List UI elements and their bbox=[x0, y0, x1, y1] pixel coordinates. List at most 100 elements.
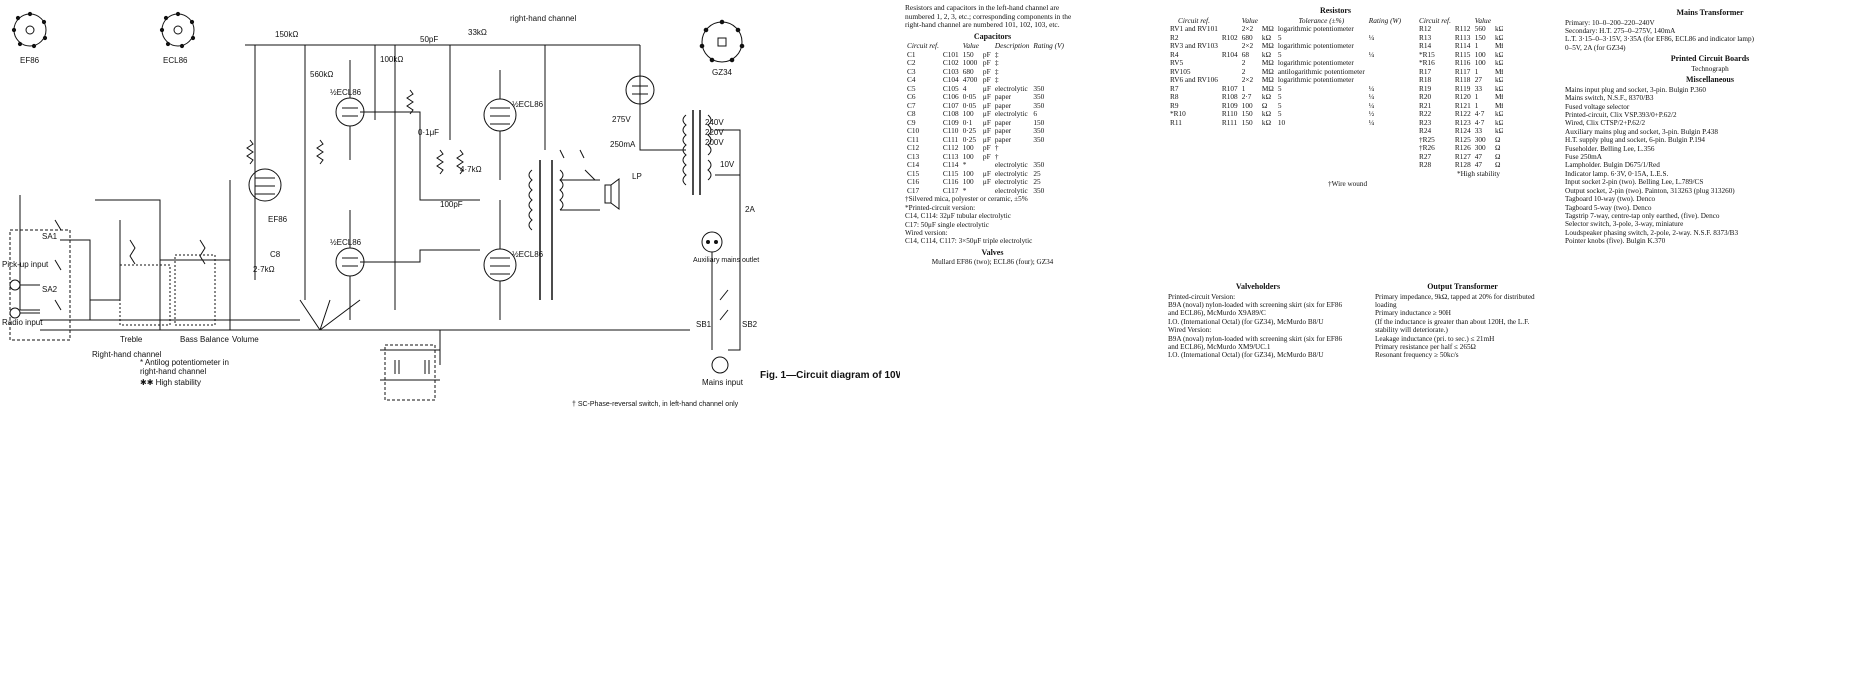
c100p-label: 100pF bbox=[440, 200, 463, 209]
table-row: R21R1211MΩ10¼ bbox=[1417, 100, 1503, 111]
table-cell: R2 bbox=[1170, 32, 1179, 42]
table-row: R13R113150kΩ5¼ bbox=[1417, 32, 1503, 43]
table-cell: R118 bbox=[1454, 75, 1471, 85]
table-cell: ¼ bbox=[1368, 32, 1375, 42]
table-cell: R125 bbox=[1454, 134, 1471, 144]
table-cell: kΩ bbox=[1261, 49, 1271, 59]
table-cell: kΩ bbox=[1261, 117, 1271, 127]
valveholders-title: Valveholders bbox=[1235, 282, 1281, 291]
misc-item: Mains input plug and socket, 3-pin. Bulg… bbox=[1565, 85, 1706, 94]
table-cell: kΩ bbox=[1494, 126, 1503, 136]
table-cell: 350 bbox=[1033, 92, 1045, 102]
table-cell bbox=[1367, 68, 1403, 77]
output-transformer-title: Output Transformer bbox=[1427, 282, 1498, 291]
a2-label: 2A bbox=[745, 205, 755, 214]
table-cell: 100 bbox=[1474, 58, 1486, 68]
table-cell: 0·05 bbox=[962, 92, 977, 102]
table-cell: R13 bbox=[1419, 32, 1432, 42]
column-header: Circuit ref. bbox=[1178, 15, 1210, 25]
table-cell: pF bbox=[982, 58, 991, 68]
table-cell: 10 bbox=[1277, 117, 1286, 127]
table-cell: MΩ bbox=[1261, 41, 1274, 51]
table-cell: C4 bbox=[907, 75, 916, 85]
table-cell: Ω bbox=[1494, 143, 1501, 153]
table-cell: C15 bbox=[907, 168, 920, 178]
table-cell: 100 bbox=[1241, 100, 1253, 110]
pickup-input-label: Pick-up input bbox=[2, 260, 49, 269]
v275-label: 275V bbox=[612, 115, 631, 124]
table-cell bbox=[1031, 68, 1066, 77]
figure-caption: Fig. 1—Circuit diagram of 10W amplifier bbox=[760, 370, 900, 381]
table-cell: C116 bbox=[942, 177, 959, 187]
output-transformer-line: Primary inductance ≥ 90H bbox=[1375, 309, 1451, 318]
table-cell: 5 bbox=[1277, 32, 1282, 42]
table-cell: R18 bbox=[1419, 75, 1432, 85]
table-cell: R119 bbox=[1454, 83, 1471, 93]
misc-item: Output socket, 2-pin (two). Painton, 313… bbox=[1565, 186, 1735, 195]
table-cell bbox=[1031, 59, 1066, 68]
column-header: Circuit ref. bbox=[907, 41, 939, 51]
r47k-label: 4·7kΩ bbox=[460, 165, 482, 174]
table-cell: R14 bbox=[1419, 41, 1432, 51]
table-cell: R19 bbox=[1419, 83, 1432, 93]
v240-label: 240V bbox=[705, 118, 724, 127]
table-cell: R127 bbox=[1454, 151, 1471, 161]
pcb-title: Printed Circuit Boards bbox=[1670, 54, 1750, 64]
table-cell: 25 bbox=[1033, 168, 1041, 178]
v220-label: 220V bbox=[705, 128, 724, 137]
table-cell: μF bbox=[982, 126, 991, 136]
table-cell: R104 bbox=[1221, 49, 1238, 59]
misc-item: Fused voltage selector bbox=[1565, 102, 1630, 111]
table-cell: C2 bbox=[907, 58, 916, 68]
table-cell: 150 bbox=[1474, 32, 1486, 42]
table-cell: 5 bbox=[1277, 109, 1282, 119]
table-cell: R102 bbox=[1221, 32, 1238, 42]
table-cell: 680 bbox=[1241, 32, 1253, 42]
table-cell: kΩ bbox=[1261, 109, 1271, 119]
table-row: R17R1171MΩ10¼ bbox=[1417, 67, 1503, 77]
table-cell bbox=[981, 187, 993, 196]
ma250-label: 250mA bbox=[610, 140, 636, 149]
valveholder-line: Wired Version: bbox=[1168, 326, 1212, 335]
ef86-pin-diagram bbox=[11, 11, 48, 49]
c8-label: C8 bbox=[270, 250, 281, 259]
table-cell: ¼ bbox=[1368, 83, 1375, 93]
r12-label: 33kΩ bbox=[468, 28, 487, 37]
r150k-label: 150kΩ bbox=[275, 30, 299, 39]
c14-label: 50pF bbox=[420, 35, 439, 44]
table-cell: C7 bbox=[907, 100, 916, 110]
valveholder-line: Printed-circuit Version: bbox=[1168, 292, 1236, 301]
column-header: Rating (W) bbox=[1368, 15, 1402, 25]
table-cell: MΩ bbox=[1494, 92, 1503, 102]
capacitors-panel: Resistors and capacitors in the left-han… bbox=[905, 4, 1080, 418]
table-cell: ¼ bbox=[1368, 92, 1375, 102]
mains-transformer-title: Mains Transformer bbox=[1676, 8, 1744, 17]
table-cell: kΩ bbox=[1494, 58, 1503, 68]
table-cell: R121 bbox=[1454, 100, 1471, 110]
table-cell: 47 bbox=[1474, 160, 1483, 170]
table-cell: 350 bbox=[1033, 126, 1045, 136]
miscellaneous-title: Miscellaneous bbox=[1686, 75, 1734, 85]
table-cell: ¼ bbox=[1368, 49, 1375, 59]
table-cell: C102 bbox=[942, 58, 959, 68]
table-row: R24R12433kΩ5¼ bbox=[1417, 127, 1503, 136]
table-cell: R120 bbox=[1454, 92, 1471, 102]
table-cell: C117 bbox=[942, 185, 959, 195]
ecl86-lower-label: ½ECL86 bbox=[330, 238, 362, 247]
treble-label: Treble bbox=[120, 335, 143, 344]
table-cell: R12 bbox=[1419, 24, 1432, 34]
table-cell: electrolytic bbox=[994, 185, 1028, 195]
capacitor-note: C17: 50μF single electrolytic bbox=[905, 220, 989, 229]
table-cell: electrolytic bbox=[994, 177, 1028, 187]
table-cell: RV6 and RV106 bbox=[1170, 75, 1218, 85]
table-cell: 680 bbox=[962, 66, 974, 76]
radio-input-label: Radio input bbox=[2, 318, 43, 327]
